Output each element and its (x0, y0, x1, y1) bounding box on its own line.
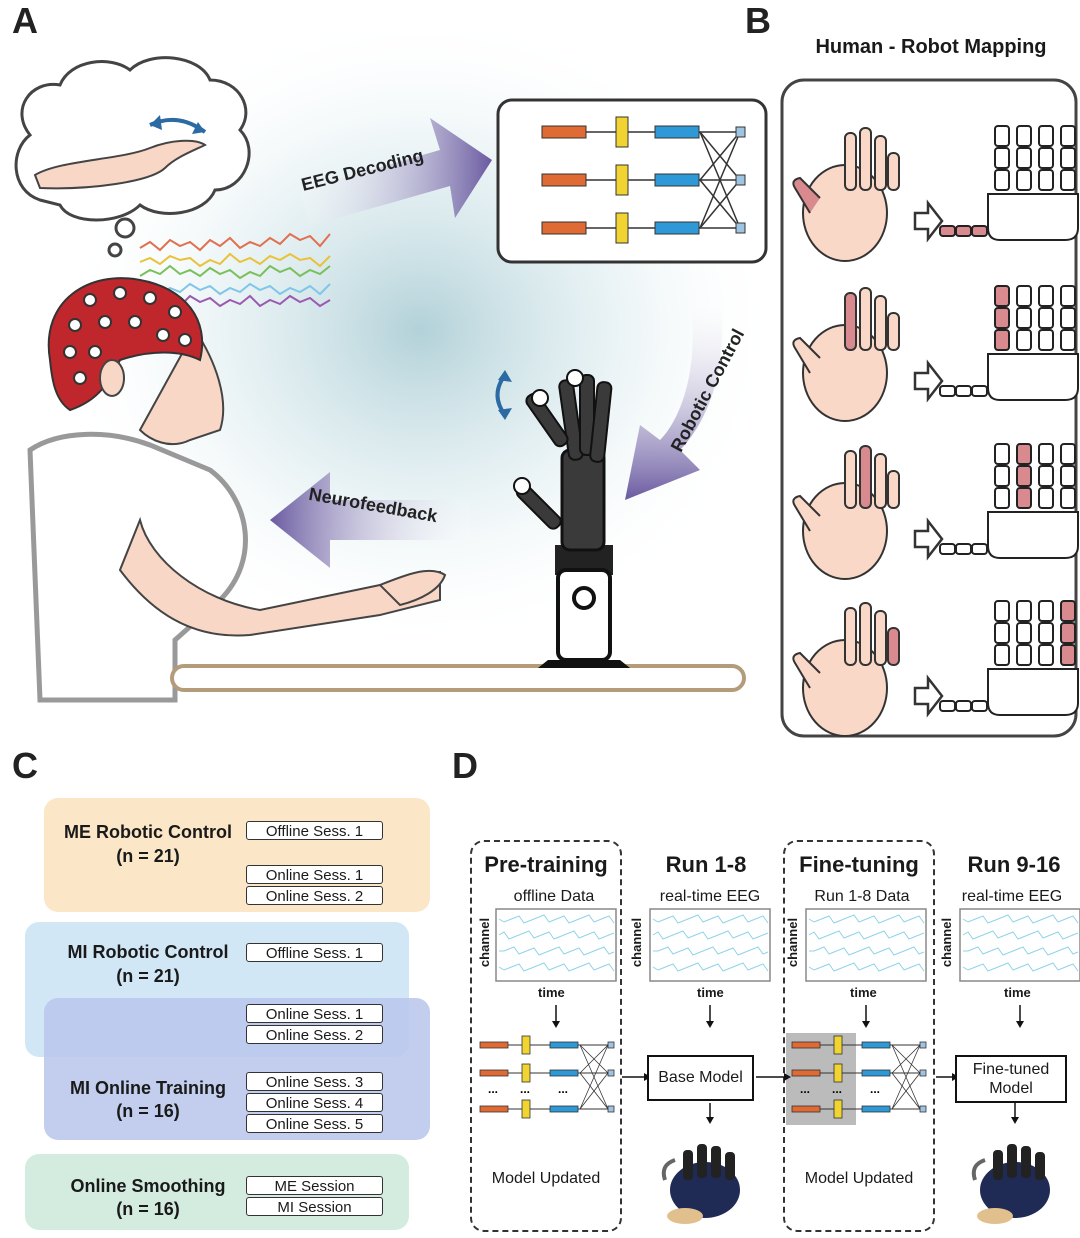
eeg-trace (498, 914, 615, 924)
panel-label-d: D (452, 745, 478, 786)
ellipsis: ... (870, 1082, 880, 1096)
hand-mapping-rows (792, 125, 1079, 737)
eeg-trace (652, 962, 769, 972)
eeg-trace-box (649, 908, 771, 982)
eeg-trace (652, 914, 769, 924)
column-head-run9-16: Run 9-16 (967, 852, 1061, 877)
group-n-smoothing: (n = 16) (116, 1199, 180, 1219)
eeg-trace (498, 962, 615, 972)
time-label: time (1004, 985, 1031, 1000)
down-arrowhead (1016, 1021, 1024, 1028)
time-label: time (697, 985, 724, 1000)
mapping-row (792, 443, 1079, 580)
group-n-me: (n = 21) (116, 846, 180, 866)
column-head-finetuning: Fine-tuning (799, 852, 919, 877)
mapping-row (792, 125, 1079, 262)
session-box: MI Session (246, 1197, 383, 1216)
ellipsis: ... (488, 1082, 498, 1096)
session-box: Offline Sess. 1 (246, 943, 383, 962)
network-diagram-icon (541, 116, 746, 244)
panel-label-a: A (12, 0, 38, 41)
channel-label: channel (477, 917, 493, 968)
robot-hand-icon (661, 1144, 740, 1224)
eeg-trace (962, 962, 1079, 972)
column-head-run1-8: Run 1-8 (665, 852, 747, 877)
panel-a-illustration (14, 10, 780, 703)
column-sub-finetuning: Run 1-8 Data (814, 888, 910, 905)
robot-hand-icon (513, 369, 630, 668)
down-arrowhead (552, 1021, 560, 1028)
session-box: Online Sess. 1 (246, 1004, 383, 1023)
ellipsis: ... (520, 1082, 530, 1096)
arrow-right-icon (913, 199, 944, 243)
down-arrowhead (1011, 1117, 1019, 1124)
finetuning-frame (783, 840, 935, 1232)
group-n-mi-training: (n = 16) (116, 1101, 180, 1121)
eeg-trace-box (805, 908, 927, 982)
panel-label-c: C (12, 745, 38, 786)
column-head-pretraining: Pre-training (484, 852, 608, 877)
down-arrowhead (706, 1117, 714, 1124)
group-title-mi: MI Robotic Control (67, 942, 229, 962)
channel-label: channel (939, 917, 955, 968)
column-sub-pretraining: offline Data (513, 888, 595, 905)
eeg-trace (652, 930, 769, 940)
session-box: ME Session (246, 1176, 383, 1195)
arrow-right-icon (913, 359, 944, 403)
down-arrowhead (706, 1021, 714, 1028)
mapping-row (792, 600, 1079, 737)
finetuned-model-box: Fine-tuned Model (955, 1055, 1067, 1103)
eeg-trace (809, 946, 925, 956)
eeg-trace-box (959, 908, 1080, 982)
eeg-trace (653, 946, 769, 956)
session-box: Online Sess. 3 (246, 1072, 383, 1091)
mapping-row (792, 285, 1079, 422)
panel-label-b: B (745, 0, 771, 41)
eeg-trace (499, 946, 615, 956)
column-sub-run9-16: real-time EEG (961, 888, 1063, 905)
eeg-trace-box (495, 908, 617, 982)
pretraining-frame (470, 840, 622, 1232)
right-arrowhead (784, 1073, 791, 1081)
eeg-trace (498, 930, 615, 940)
session-box: Offline Sess. 1 (246, 821, 383, 840)
channel-label: channel (629, 917, 645, 968)
session-box: Online Sess. 5 (246, 1114, 383, 1133)
session-box: Online Sess. 4 (246, 1093, 383, 1112)
eeg-trace (962, 930, 1079, 940)
arrow-right-icon (913, 517, 944, 561)
eeg-trace (963, 946, 1079, 956)
eeg-trace (808, 962, 925, 972)
group-n-mi: (n = 21) (116, 966, 180, 986)
model-updated-label: Model Updated (491, 1170, 601, 1187)
group-title-me: ME Robotic Control (64, 822, 232, 842)
group-title-mi-training: MI Online Training (69, 1078, 226, 1098)
ellipsis: ... (558, 1082, 568, 1096)
eeg-trace (808, 930, 925, 940)
time-label: time (850, 985, 877, 1000)
time-label: time (538, 985, 565, 1000)
panel-b-title: Human - Robot Mapping (815, 36, 1047, 58)
session-box: Online Sess. 2 (246, 1025, 383, 1044)
eeg-trace (808, 914, 925, 924)
session-box: Online Sess. 1 (246, 865, 383, 884)
base-model-box: Base Model (647, 1055, 754, 1101)
column-sub-run1-8: real-time EEG (659, 888, 761, 905)
robot-hand-icon (971, 1144, 1050, 1224)
ellipsis: ... (832, 1082, 842, 1096)
eeg-trace (962, 914, 1079, 924)
arrow-right-icon (913, 674, 944, 718)
down-arrowhead (862, 1021, 870, 1028)
channel-label: channel (785, 917, 801, 968)
group-title-smoothing: Online Smoothing (70, 1176, 226, 1196)
model-updated-label: Model Updated (804, 1170, 914, 1187)
session-box: Online Sess. 2 (246, 886, 383, 905)
ellipsis: ... (800, 1082, 810, 1096)
panel-d-diagram: .................. (479, 908, 1080, 1125)
